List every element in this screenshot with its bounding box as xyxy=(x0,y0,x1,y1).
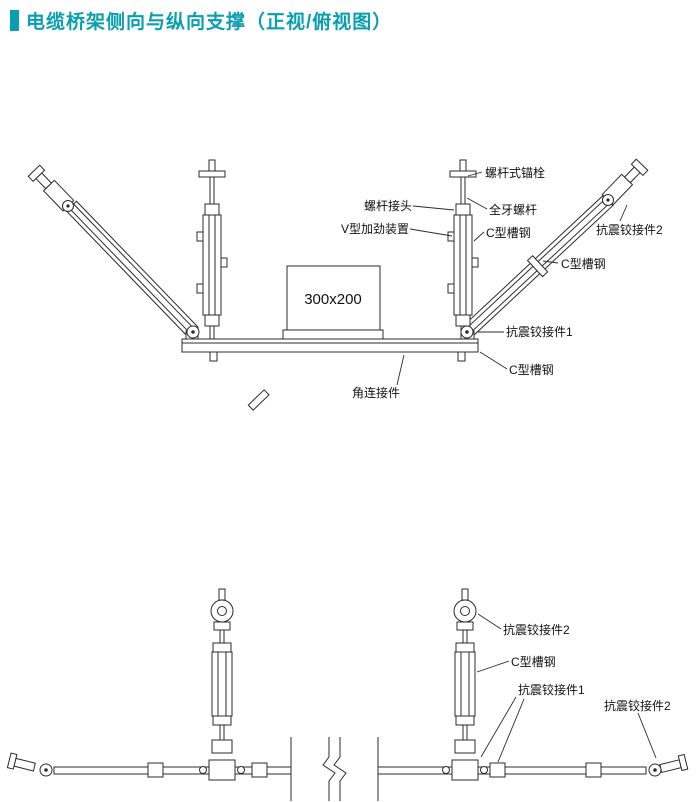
label-full-thread-rod: 全牙螺杆 xyxy=(489,202,537,217)
tray-section-break xyxy=(290,737,379,801)
title-marker-icon xyxy=(10,10,19,31)
left-diagonal-brace xyxy=(65,200,270,411)
label-angle-connector: 角连接件 xyxy=(352,385,400,400)
label-c-channel-beam: C型槽钢 xyxy=(509,363,554,377)
label-top-seismic-hinge-1: 抗震铰接件1 xyxy=(518,682,585,697)
right-hanger-assembly xyxy=(442,588,488,781)
front-view: 300x200 xyxy=(27,158,663,411)
top-view: 抗震铰接件2 C型槽钢 抗震铰接件1 抗震铰接件2 xyxy=(6,588,689,801)
left-lower-hinge xyxy=(186,325,200,339)
right-vertical-strut xyxy=(447,159,479,340)
label-screw-joint: 螺杆接头 xyxy=(364,198,412,213)
top-view-labels: 抗震铰接件2 C型槽钢 抗震铰接件1 抗震铰接件2 xyxy=(476,613,671,763)
label-seismic-hinge-2: 抗震铰接件2 xyxy=(596,222,663,237)
label-c-channel-strut: C型槽钢 xyxy=(486,226,531,240)
left-hanger-assembly xyxy=(199,588,245,781)
label-screw-anchor: 螺杆式锚栓 xyxy=(485,165,545,180)
page-title: 电缆桥架侧向与纵向支撑（正视/俯视图） xyxy=(26,12,393,33)
right-lower-hinge xyxy=(460,325,474,339)
label-v-stiffener: V型加劲装置 xyxy=(341,222,409,236)
left-vertical-strut xyxy=(196,159,228,340)
longitudinal-rod xyxy=(53,762,647,778)
right-anchor-fitting xyxy=(601,158,649,206)
rod-right-anchor xyxy=(648,753,689,777)
front-view-labels: 螺杆式锚栓 螺杆接头 全牙螺杆 V型加劲装置 C型槽钢 抗震铰接件2 C型槽钢 … xyxy=(341,165,663,400)
page-header: 电缆桥架侧向与纵向支撑（正视/俯视图） xyxy=(10,7,392,34)
label-top-seismic-hinge-2-end: 抗震铰接件2 xyxy=(604,698,671,713)
cable-tray-box: 300x200 xyxy=(282,265,384,340)
label-c-channel-brace: C型槽钢 xyxy=(561,257,606,271)
label-seismic-hinge-1: 抗震铰接件1 xyxy=(506,324,573,339)
rod-left-anchor xyxy=(6,752,53,777)
left-anchor-fitting xyxy=(27,164,75,212)
label-top-c-channel: C型槽钢 xyxy=(511,655,556,669)
label-top-seismic-hinge-2-eye: 抗震铰接件2 xyxy=(503,622,570,637)
tray-size-label: 300x200 xyxy=(304,291,362,308)
